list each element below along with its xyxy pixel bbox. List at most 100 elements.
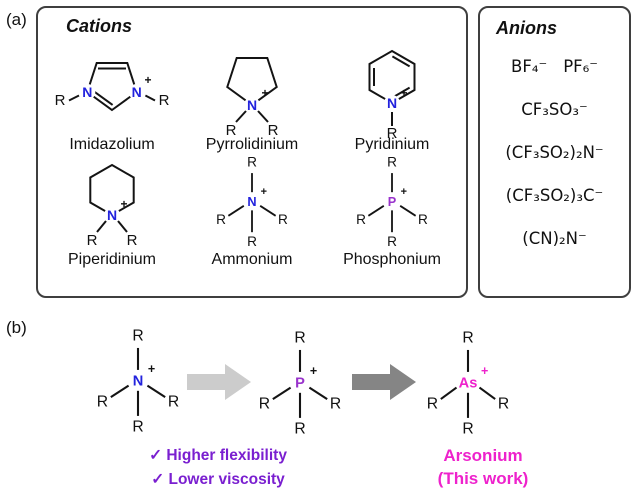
r-group: R — [330, 396, 341, 413]
r-group: R — [268, 122, 279, 139]
plus-charge: + — [481, 364, 488, 378]
atom-backing — [244, 97, 260, 113]
imidazolium-structure: N N + R R — [55, 62, 170, 112]
nitrogen-atom: N — [247, 97, 257, 113]
anion-row: CF₃SO₃⁻ — [484, 100, 625, 119]
pyrrolidinium-structure: N + R R — [226, 57, 279, 139]
r-group: R — [97, 394, 108, 411]
pyridinium-structure: N + R — [368, 49, 416, 139]
benefit-line: ✓ Lower viscosity — [151, 471, 285, 488]
bonds — [368, 49, 416, 126]
nitrogen-atom: N — [247, 194, 256, 209]
ammonium-structure-b: N + R R R R — [97, 328, 179, 436]
anion-row: (CF₃SO₂)₂N⁻ — [484, 143, 625, 162]
result-text: Arsonium (This work) — [393, 444, 573, 490]
anions-title: Anions — [496, 18, 557, 38]
phosphonium-structure: P + R R R R — [356, 155, 428, 249]
r-group: R — [159, 92, 170, 109]
cation-label: Piperidinium — [67, 251, 157, 268]
r-group: R — [427, 396, 438, 413]
atom-backing — [384, 95, 400, 111]
anion-formula: CF₃SO₃⁻ — [521, 100, 588, 119]
cation-piperidinium: N + R R Piperidinium — [42, 154, 182, 269]
anion-formula: (CN)₂N⁻ — [522, 229, 587, 248]
cation-label: Imidazolium — [69, 136, 155, 153]
arsonium-structure-b: As + R R R R — [427, 330, 509, 438]
atom-backing — [128, 84, 145, 100]
r-group: R — [278, 212, 288, 227]
atom-backing — [79, 84, 96, 100]
r-group: R — [259, 396, 270, 413]
result-subtitle: (This work) — [437, 469, 529, 488]
plus-charge: + — [310, 364, 317, 378]
piperidinium-structure: N + R R — [87, 163, 138, 249]
r-group: R — [387, 155, 397, 170]
nitrogen-atom: N — [82, 84, 92, 100]
nitrogen-atom: N — [107, 207, 117, 223]
phosphonium-structure-b: P + R R R R — [259, 330, 341, 438]
plus-charge: + — [401, 186, 407, 198]
r-group: R — [247, 234, 257, 249]
cation-imidazolium: N N + R R Imidazolium — [42, 39, 182, 154]
cation-label: Ammonium — [211, 251, 293, 268]
panel-a-label: (a) — [6, 10, 27, 29]
plus-charge: + — [261, 186, 267, 198]
ammonium-structure: N + R R R R — [216, 155, 288, 249]
cations-box: Cations N N + R — [36, 6, 468, 298]
r-group: R — [216, 212, 226, 227]
panel-b-label: (b) — [6, 318, 27, 337]
cation-label: Phosphonium — [343, 251, 441, 268]
r-group: R — [132, 328, 143, 345]
atom-backing — [104, 207, 120, 223]
transition-arrow-dark — [352, 364, 416, 400]
r-group: R — [132, 419, 143, 436]
bonds — [440, 349, 496, 418]
r-group: R — [247, 155, 257, 170]
plus-charge: + — [120, 197, 127, 211]
r-group: R — [168, 394, 179, 411]
r-group: R — [294, 330, 305, 347]
bonds — [226, 57, 278, 123]
cations-title: Cations — [66, 16, 133, 36]
cation-phosphonium: P + R R R R Phosphonium — [322, 154, 462, 269]
benefits-text: ✓ Higher flexibility ✓ Lower viscosity — [103, 444, 333, 492]
r-group: R — [356, 212, 366, 227]
bonds — [227, 173, 277, 233]
nitrogen-atom: N — [133, 374, 144, 390]
cations-grid: N N + R R Imidazolium N — [42, 39, 462, 269]
r-group: R — [418, 212, 428, 227]
phosphorus-atom: P — [295, 376, 305, 392]
r-group: R — [498, 396, 509, 413]
r-group: R — [127, 232, 138, 249]
result-title: Arsonium — [443, 446, 523, 465]
nitrogen-atom: N — [132, 84, 142, 100]
bonds — [272, 349, 328, 418]
plus-charge: + — [400, 86, 407, 100]
cation-pyrrolidinium: N + R R Pyrrolidinium — [182, 39, 322, 154]
anion-formula: (CF₃SO₂)₂N⁻ — [505, 143, 604, 162]
plus-charge: + — [144, 73, 151, 87]
anion-row: (CF₃SO₂)₃C⁻ — [484, 186, 625, 205]
anion-formula: PF₆⁻ — [563, 57, 598, 76]
anion-row: (CN)₂N⁻ — [484, 229, 625, 248]
bonds — [110, 347, 166, 416]
anion-row: BF₄⁻ PF₆⁻ — [484, 57, 625, 76]
phosphorus-atom: P — [388, 194, 397, 209]
r-group: R — [462, 330, 473, 347]
anions-box: Anions BF₄⁻ PF₆⁻ CF₃SO₃⁻ (CF₃SO₂)₂N⁻ (CF… — [478, 6, 631, 298]
plus-charge: + — [148, 362, 155, 376]
r-group: R — [387, 234, 397, 249]
r-group: R — [462, 421, 473, 438]
plus-charge: + — [261, 86, 268, 100]
arsenic-atom: As — [459, 376, 478, 392]
nitrogen-atom: N — [387, 95, 397, 111]
anion-formula: (CF₃SO₂)₃C⁻ — [505, 186, 604, 205]
r-group: R — [87, 232, 98, 249]
r-group: R — [294, 421, 305, 438]
transition-arrow-light — [187, 364, 251, 400]
anion-formula: BF₄⁻ — [511, 57, 548, 76]
r-group: R — [55, 92, 66, 109]
cation-label: Pyrrolidinium — [205, 136, 299, 153]
r-group: R — [387, 125, 398, 139]
